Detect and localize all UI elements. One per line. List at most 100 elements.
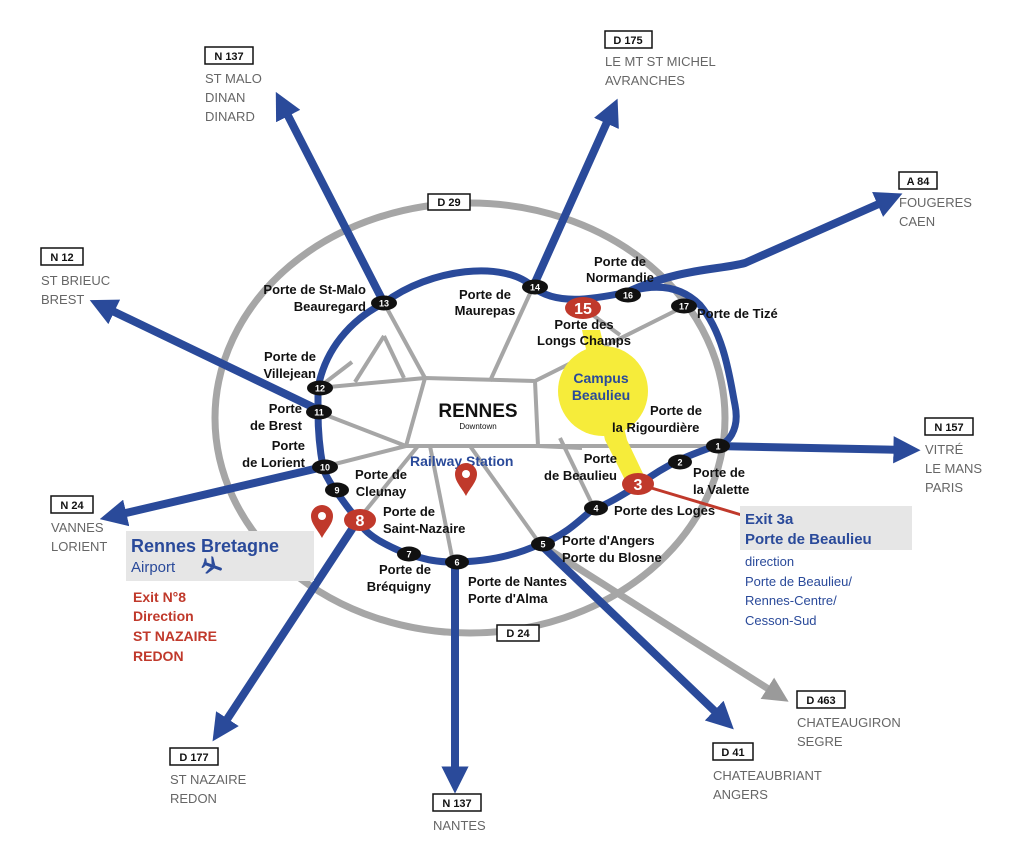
destination-d175[interactable]: D 175 LE MT ST MICHEL AVRANCHES: [604, 30, 716, 88]
svg-text:Cesson-Sud: Cesson-Sud: [745, 613, 817, 628]
porte-beaulieu: Porte: [584, 451, 617, 466]
svg-text:de Lorient: de Lorient: [242, 455, 306, 470]
svg-text:Bréquigny: Bréquigny: [367, 579, 432, 594]
svg-text:D 24: D 24: [506, 628, 530, 640]
svg-text:CHATEAUBRIANT: CHATEAUBRIANT: [713, 768, 822, 783]
svg-text:REDON: REDON: [170, 791, 217, 806]
destination-d463[interactable]: D 463 CHATEAUGIRON SEGRE: [796, 690, 901, 749]
airport-label: Airport: [131, 559, 176, 576]
svg-text:1: 1: [715, 442, 720, 452]
campus-beaulieu[interactable]: Campus Beaulieu: [558, 330, 648, 486]
svg-text:Beauregard: Beauregard: [294, 299, 366, 314]
svg-text:ST MALO: ST MALO: [205, 71, 262, 86]
svg-text:14: 14: [530, 283, 540, 293]
svg-text:VITRÉ: VITRÉ: [925, 442, 964, 457]
exit-badge-8[interactable]: 8: [344, 509, 376, 531]
exit-badge-2[interactable]: 2: [668, 454, 692, 470]
porte-loges: Porte des Loges: [614, 503, 715, 518]
svg-text:D 41: D 41: [721, 747, 744, 759]
exit-badge-17[interactable]: 17: [671, 298, 697, 314]
svg-text:6: 6: [454, 558, 459, 568]
svg-text:Cleunay: Cleunay: [356, 484, 407, 499]
plane-icon: [201, 556, 222, 574]
svg-text:NANTES: NANTES: [433, 818, 486, 833]
svg-text:ST NAZAIRE: ST NAZAIRE: [170, 772, 247, 787]
city-name: RENNES: [438, 401, 517, 422]
porte-labels: Porte de St-Malo Beauregard Porte de Mau…: [242, 254, 778, 606]
exit-badge-16[interactable]: 16: [615, 287, 641, 303]
exit-badge-6[interactable]: 6: [445, 554, 469, 570]
svg-text:Longs Champs: Longs Champs: [537, 333, 631, 348]
airport-pin-icon[interactable]: [311, 505, 333, 538]
destination-n24[interactable]: N 24 VANNES LORIENT: [50, 495, 107, 554]
svg-text:Villejean: Villejean: [263, 366, 316, 381]
svg-text:13: 13: [379, 299, 389, 309]
exit3a-pointer: [637, 482, 746, 518]
svg-text:9: 9: [334, 486, 339, 496]
svg-text:FOUGERES: FOUGERES: [899, 195, 972, 210]
exit-badge-7[interactable]: 7: [397, 546, 421, 562]
exit-badge-12[interactable]: 12: [307, 380, 333, 396]
svg-text:SEGRE: SEGRE: [797, 734, 843, 749]
porte-valette: Porte de: [693, 465, 745, 480]
destination-n137-north[interactable]: N 137 ST MALO DINAN DINARD: [204, 46, 262, 124]
svg-text:5: 5: [540, 540, 545, 550]
exit-badge-10[interactable]: 10: [312, 459, 338, 475]
porte-angers-blosne: Porte d'Angers: [562, 533, 655, 548]
exit-badge-4[interactable]: 4: [584, 500, 608, 516]
svg-text:Maurepas: Maurepas: [455, 303, 516, 318]
exit-badge-3[interactable]: 3: [622, 473, 654, 495]
destination-a84[interactable]: A 84 FOUGERES CAEN: [898, 171, 972, 229]
svg-text:ANGERS: ANGERS: [713, 787, 768, 802]
svg-text:2: 2: [677, 458, 682, 468]
exit-badge-14[interactable]: 14: [522, 279, 548, 295]
svg-text:12: 12: [315, 384, 325, 394]
road-sign-d29: D 29: [427, 193, 471, 211]
svg-text:REDON: REDON: [133, 648, 184, 664]
svg-text:la Valette: la Valette: [693, 482, 749, 497]
svg-text:de Brest: de Brest: [250, 418, 303, 433]
svg-text:Porte de Beaulieu: Porte de Beaulieu: [745, 531, 872, 548]
svg-text:ST NAZAIRE: ST NAZAIRE: [133, 628, 217, 644]
exit-badges[interactable]: 1 2 4 5 6 7 9 10 11 12 13 14 16 17: [306, 279, 730, 570]
svg-text:ST BRIEUC: ST BRIEUC: [41, 273, 110, 288]
svg-text:N 12: N 12: [50, 252, 73, 264]
svg-text:BREST: BREST: [41, 292, 84, 307]
svg-text:N 24: N 24: [60, 500, 84, 512]
destination-n157[interactable]: N 157 VITRÉ LE MANS PARIS: [924, 417, 982, 495]
destination-n137-south[interactable]: N 137 NANTES: [432, 793, 486, 833]
destination-n12[interactable]: N 12 ST BRIEUC BREST: [40, 247, 110, 307]
campus-circle: [558, 346, 648, 436]
exit-badge-1[interactable]: 1: [706, 438, 730, 454]
exit-badge-9[interactable]: 9: [325, 482, 349, 498]
airport-box[interactable]: Rennes Bretagne Airport: [126, 531, 314, 581]
exit-badge-13[interactable]: 13: [371, 295, 397, 311]
campus-label-line1: Campus: [573, 370, 628, 386]
exit-badge-11[interactable]: 11: [306, 404, 332, 420]
svg-text:Normandie: Normandie: [586, 270, 654, 285]
destination-d177[interactable]: D 177 ST NAZAIRE REDON: [169, 747, 247, 806]
exit-badge-15[interactable]: 15: [565, 297, 601, 319]
svg-text:LE MT ST MICHEL: LE MT ST MICHEL: [605, 54, 716, 69]
exit-badge-5[interactable]: 5: [531, 536, 555, 552]
svg-text:DINARD: DINARD: [205, 109, 255, 124]
porte-brest: Porte: [269, 401, 302, 416]
svg-text:15: 15: [574, 301, 592, 318]
svg-text:VANNES: VANNES: [51, 520, 104, 535]
porte-st-malo: Porte de St-Malo: [263, 282, 366, 297]
downtown-streets: [316, 286, 715, 563]
railway-pin-icon[interactable]: [455, 463, 477, 496]
svg-text:N 157: N 157: [934, 422, 963, 434]
porte-maurepas: Porte de: [459, 287, 511, 302]
destination-d41[interactable]: D 41 CHATEAUBRIANT ANGERS: [712, 742, 822, 802]
road-sign-d24: D 24: [496, 624, 540, 642]
svg-text:A 84: A 84: [907, 176, 931, 188]
svg-text:D 175: D 175: [613, 35, 642, 47]
svg-text:N 137: N 137: [442, 798, 471, 810]
svg-text:AVRANCHES: AVRANCHES: [605, 73, 685, 88]
svg-text:D 177: D 177: [179, 752, 208, 764]
porte-villejean: Porte de: [264, 349, 316, 364]
airport-name: Rennes Bretagne: [131, 536, 279, 556]
